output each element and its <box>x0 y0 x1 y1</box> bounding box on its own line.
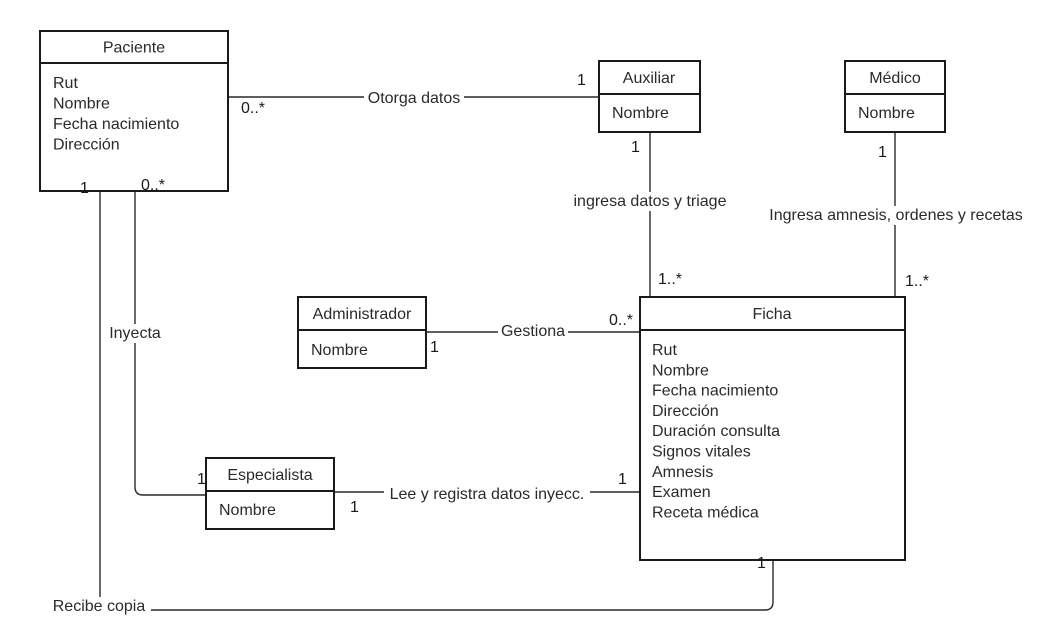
class-box-administrador <box>297 296 427 369</box>
association-label-lee: Lee y registra datos inyecc. <box>390 486 585 503</box>
class-attribute-administrador: Nombre <box>311 342 368 359</box>
class-attribute-ficha: Dirección <box>652 403 719 420</box>
label-background-otorga <box>364 89 464 108</box>
class-box-medico <box>844 60 946 133</box>
class-attribute-ficha: Examen <box>652 484 711 501</box>
class-title-auxiliar: Auxiliar <box>623 70 676 87</box>
association-line-recibe <box>99 159 774 611</box>
multiplicity-from-otorga: 0..* <box>241 100 265 117</box>
class-attribute-paciente: Dirección <box>53 137 120 154</box>
label-background-lee <box>384 485 590 504</box>
class-attribute-ficha: Fecha nacimiento <box>652 383 778 400</box>
class-box-especialista <box>205 457 335 530</box>
label-background-gestiona <box>498 322 568 341</box>
association-label-ingresa-triage: ingresa datos y triage <box>574 193 727 210</box>
class-attribute-ficha: Nombre <box>652 362 709 379</box>
association-label-gestiona: Gestiona <box>501 323 565 340</box>
class-title-ficha: Ficha <box>752 306 791 323</box>
class-attribute-medico: Nombre <box>858 105 915 122</box>
multiplicity-from-gestiona: 1 <box>430 339 439 356</box>
multiplicity-to-gestiona: 0..* <box>609 312 633 329</box>
label-background-inyecta <box>105 324 165 343</box>
multiplicity-to-ingresa-amnesis: 1..* <box>905 273 929 290</box>
multiplicity-from-inyecta: 0..* <box>141 177 165 194</box>
class-attribute-paciente: Nombre <box>53 96 110 113</box>
multiplicity-from-ingresa-amnesis: 1 <box>878 144 887 161</box>
class-attribute-ficha: Rut <box>652 342 677 359</box>
multiplicity-to-otorga: 1 <box>577 72 586 89</box>
association-label-ingresa-amnesis: Ingresa amnesis, ordenes y recetas <box>769 207 1022 224</box>
class-box-paciente <box>39 30 229 192</box>
multiplicity-to-ingresa-triage: 1..* <box>658 271 682 288</box>
class-box-auxiliar <box>598 60 701 133</box>
association-line-inyecta <box>134 159 206 496</box>
labels-layer: Otorga datos 0..* 1 ingresa datos y triage 1… <box>47 72 1031 616</box>
class-attribute-especialista: Nombre <box>219 502 276 519</box>
association-label-otorga: Otorga datos <box>368 90 461 107</box>
class-attribute-auxiliar: Nombre <box>612 105 669 122</box>
multiplicity-to-lee: 1 <box>618 471 627 488</box>
class-attribute-ficha: Duración consulta <box>652 423 780 440</box>
class-attribute-paciente: Rut <box>53 75 78 92</box>
multiplicity-from-lee: 1 <box>350 499 359 516</box>
class-attribute-ficha: Signos vitales <box>652 444 751 461</box>
label-background-recibe <box>47 597 151 616</box>
label-background-ingresa-triage <box>567 192 733 211</box>
multiplicity-from-recibe: 1 <box>80 180 89 197</box>
class-attribute-ficha: Amnesis <box>652 464 713 481</box>
association-label-recibe: Recibe copia <box>53 598 146 615</box>
class-attribute-ficha: Receta médica <box>652 504 759 521</box>
class-box-ficha <box>639 296 906 561</box>
association-label-inyecta: Inyecta <box>109 325 161 342</box>
multiplicity-from-ingresa-triage: 1 <box>631 139 640 156</box>
class-title-especialista: Especialista <box>227 467 312 484</box>
class-title-paciente: Paciente <box>103 40 165 57</box>
multiplicity-to-recibe: 1 <box>757 555 766 572</box>
class-title-administrador: Administrador <box>313 306 412 323</box>
class-attribute-paciente: Fecha nacimiento <box>53 116 179 133</box>
label-background-ingresa-amnesis <box>761 206 1031 225</box>
multiplicity-to-inyecta: 1 <box>197 471 206 488</box>
class-title-medico: Médico <box>869 70 921 87</box>
